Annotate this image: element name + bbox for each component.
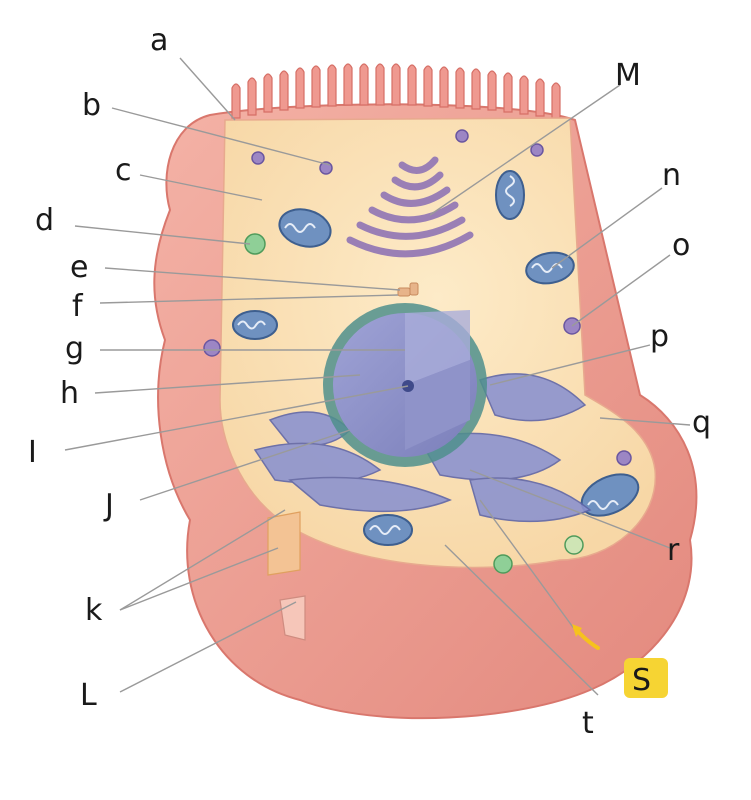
highlight-arrowhead [572,624,582,637]
golgi-apparatus [346,156,474,258]
labels: a b c d e f g h I J k L M n o p q r S t [28,23,711,741]
rough-er [253,373,592,523]
label-o: o [672,228,690,263]
microvilli [231,63,561,119]
label-n: n [662,158,681,193]
label-d: d [35,203,54,238]
label-L: L [80,678,97,713]
label-a: a [150,23,168,58]
label-J: J [103,488,114,523]
label-s: S [632,663,651,698]
leader-lines [64,57,691,696]
label-h: h [60,376,79,411]
cell-junction [267,511,301,576]
label-g: g [65,331,84,366]
label-k: k [85,593,103,628]
label-e: e [70,250,88,285]
label-I: I [28,435,37,470]
s-highlight-box [624,658,668,698]
label-M: M [615,58,641,93]
label-r: r [667,533,680,568]
label-p: p [650,319,669,354]
mitochondria [232,170,640,546]
label-c: c [115,153,132,188]
centrioles [397,282,419,297]
vesicles [203,129,632,466]
peroxisomes [244,233,584,574]
nucleus [323,303,487,467]
label-f: f [72,289,84,324]
label-q: q [692,405,711,440]
label-t: t [582,706,594,741]
label-b: b [82,88,101,123]
